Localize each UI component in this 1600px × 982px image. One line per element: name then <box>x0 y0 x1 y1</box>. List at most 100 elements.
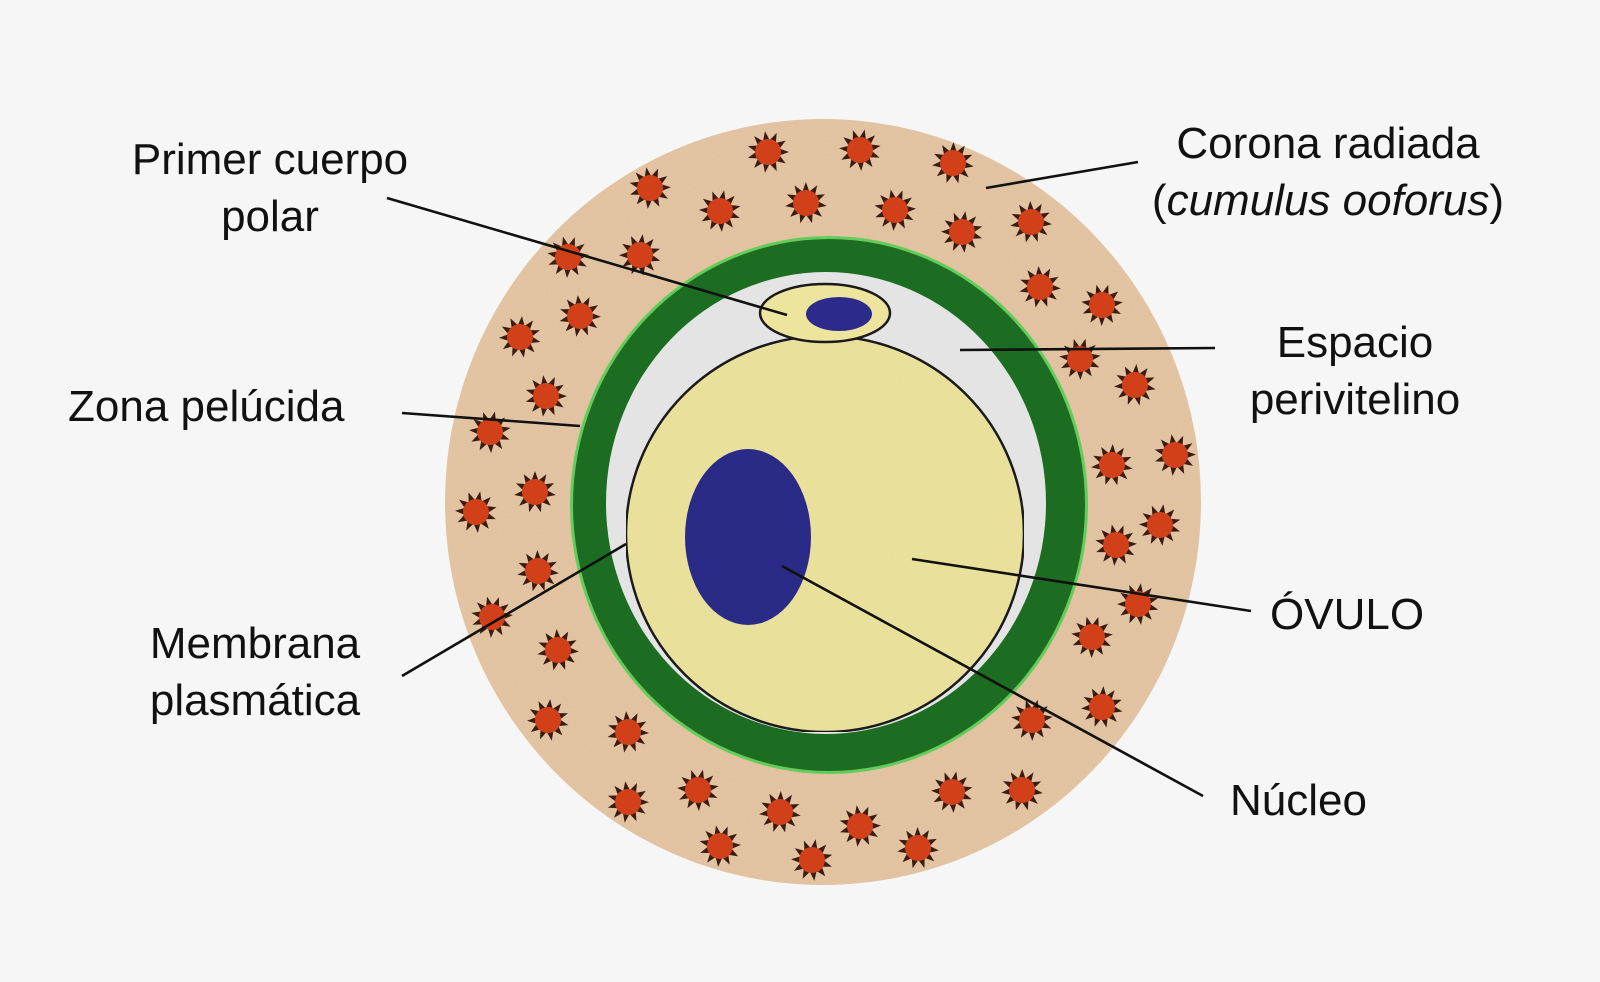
follicle-cell-body <box>1162 442 1188 468</box>
follicle-cell-body <box>525 558 551 584</box>
follicle-cell-body <box>627 242 653 268</box>
label-primer-cuerpo-polar-line2: polar <box>221 192 319 241</box>
follicle-cell-body <box>1009 777 1035 803</box>
follicle-cell <box>759 791 801 833</box>
label-corona-radiada: Corona radiada (cumulus ooforus) <box>1118 115 1538 229</box>
follicle-cell-body <box>507 324 533 350</box>
follicle-cell <box>1019 266 1061 308</box>
follicle-cell-body <box>767 799 793 825</box>
follicle-cell-body <box>707 198 733 224</box>
follicle-cell <box>1154 434 1196 476</box>
follicle-cell <box>1081 284 1123 326</box>
cumulus-ooforus-italic: cumulus ooforus <box>1166 176 1490 225</box>
label-corona-radiada-line1: Corona radiada <box>1176 119 1480 168</box>
follicle-cell-body <box>1099 452 1125 478</box>
follicle-cell-body <box>1125 591 1151 617</box>
follicle-cell <box>607 711 649 753</box>
follicle-cells <box>455 129 1196 881</box>
leader-corona-radiada <box>985 160 1139 190</box>
follicle-cell <box>1010 201 1052 243</box>
follicle-cell <box>839 129 881 171</box>
label-zona-pelucida: Zona pelúcida <box>68 382 345 431</box>
follicle-cell-body <box>1089 694 1115 720</box>
leader-ovulo <box>911 557 1252 613</box>
follicle-cell <box>629 167 671 209</box>
follicle-cell <box>517 550 559 592</box>
follicle-cell <box>699 825 741 867</box>
label-espacio-perivitelino: Espacio perivitelino <box>1200 314 1510 428</box>
follicle-cell-body <box>535 707 561 733</box>
polar-body-nucleus <box>806 297 872 331</box>
follicle-cell <box>525 375 567 417</box>
follicle-cell-body <box>905 835 931 861</box>
follicle-cell <box>1071 616 1113 658</box>
label-membrana-plasmatica-line1: Membrana <box>149 619 361 668</box>
label-membrana-plasmatica: Membrana plasmática <box>120 615 390 729</box>
follicle-cell <box>699 190 741 232</box>
follicle-cell <box>1139 504 1181 546</box>
follicle-cell-body <box>799 847 825 873</box>
follicle-cell-body <box>847 137 873 163</box>
follicle-cell <box>1091 444 1133 486</box>
follicle-cell-body <box>940 150 966 176</box>
follicle-cell-body <box>479 604 505 630</box>
paren-open: ( <box>1151 176 1167 225</box>
label-espacio-perivitelino-line1: Espacio <box>1276 318 1434 367</box>
follicle-cell-body <box>882 197 908 223</box>
follicle-cell <box>931 771 973 813</box>
follicle-cell-body <box>847 813 873 839</box>
label-espacio-perivitelino-line2: perivitelino <box>1249 375 1461 424</box>
follicle-cell <box>897 827 939 869</box>
follicle-cell-body <box>522 479 548 505</box>
leader-espacio-perivitelino <box>959 346 1216 352</box>
follicle-cell-body <box>755 139 781 165</box>
follicle-cell-body <box>567 303 593 329</box>
label-cumulus-ooforus: (cumulus ooforus) <box>1118 172 1538 229</box>
follicle-cell <box>941 211 983 253</box>
follicle-cell <box>455 491 497 533</box>
follicle-cell <box>1114 364 1156 406</box>
follicle-cell <box>791 839 833 881</box>
follicle-cell-body <box>533 383 559 409</box>
follicle-cell <box>607 781 649 823</box>
follicle-cell <box>619 234 661 276</box>
follicle-cell-body <box>1079 624 1105 650</box>
follicle-cell-body <box>1067 346 1093 372</box>
follicle-cell <box>932 142 974 184</box>
leader-membrana-plasmatica <box>401 542 627 678</box>
follicle-cell-body <box>793 190 819 216</box>
follicle-cell <box>514 471 556 513</box>
follicle-cell <box>874 189 916 231</box>
label-primer-cuerpo-polar-line1: Primer cuerpo <box>131 135 409 184</box>
leader-nucleo <box>781 564 1204 798</box>
follicle-cell-body <box>637 175 663 201</box>
follicle-cell <box>785 182 827 224</box>
follicle-cell-body <box>1027 274 1053 300</box>
leader-zona-pelucida <box>401 411 581 428</box>
follicle-cell-body <box>615 719 641 745</box>
follicle-cell-body <box>477 419 503 445</box>
label-primer-cuerpo-polar: Primer cuerpo polar <box>100 131 440 245</box>
follicle-cell-body <box>939 779 965 805</box>
follicle-cell-body <box>1147 512 1173 538</box>
leader-lines <box>386 160 1252 798</box>
label-ovulo: ÓVULO <box>1270 590 1425 639</box>
follicle-cell <box>1011 699 1053 741</box>
follicle-cell <box>677 769 719 811</box>
follicle-cell <box>537 629 579 671</box>
follicle-cell <box>559 295 601 337</box>
follicle-cell <box>1081 686 1123 728</box>
nucleo <box>685 449 811 625</box>
follicle-cell-body <box>545 637 571 663</box>
follicle-cell-body <box>1122 372 1148 398</box>
follicle-cell <box>747 131 789 173</box>
follicle-cell <box>499 316 541 358</box>
label-nucleo: Núcleo <box>1230 776 1367 825</box>
label-membrana-plasmatica-line2: plasmática <box>149 676 361 725</box>
follicle-cell <box>839 805 881 847</box>
follicle-cell-body <box>707 833 733 859</box>
follicle-cell-body <box>555 244 581 270</box>
follicle-cell <box>469 411 511 453</box>
follicle-cell-body <box>1018 209 1044 235</box>
